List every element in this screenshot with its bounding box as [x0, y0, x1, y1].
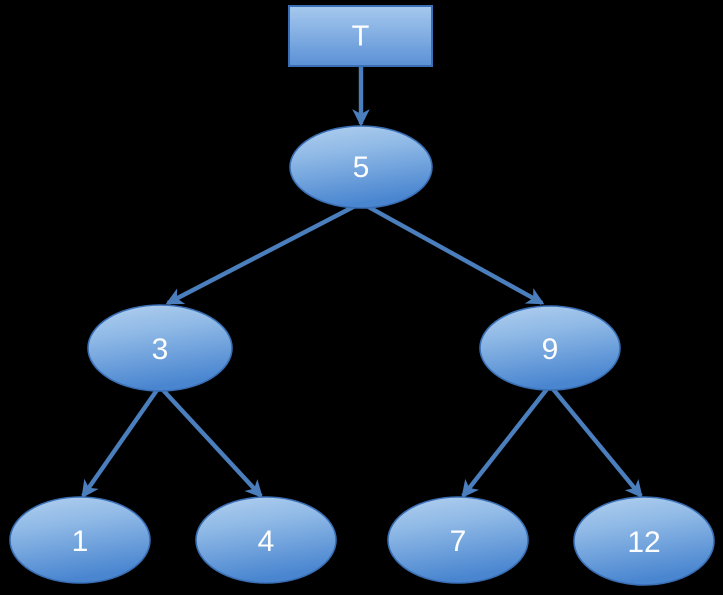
node-4[interactable]: 4: [195, 496, 337, 584]
node-5-label: 5: [353, 151, 370, 184]
node-3-ellipse[interactable]: [87, 304, 233, 392]
node-9-label: 9: [542, 333, 559, 366]
node-5[interactable]: 5: [289, 125, 433, 209]
node-4-label: 4: [258, 525, 275, 558]
node-9[interactable]: 9: [479, 305, 621, 391]
node-3-label: 3: [152, 333, 169, 366]
node-7[interactable]: 7: [387, 496, 529, 584]
node-5-ellipse[interactable]: [289, 125, 433, 209]
node-1[interactable]: 1: [9, 496, 151, 584]
node-1-ellipse[interactable]: [9, 496, 151, 584]
edge-node-5-to-node-9: [363, 203, 545, 305]
edge-node-3-to-node-4: [161, 388, 263, 498]
root-pointer-rect[interactable]: [288, 5, 433, 67]
node-9-ellipse[interactable]: [479, 305, 621, 391]
node-4-ellipse[interactable]: [195, 496, 337, 584]
node-12-ellipse[interactable]: [573, 496, 715, 586]
node-1-label: 1: [72, 525, 89, 558]
node-12[interactable]: 12: [573, 496, 715, 586]
node-12-label: 12: [627, 526, 660, 559]
node-7-label: 7: [450, 525, 467, 558]
node-root-pointer[interactable]: T: [288, 5, 433, 67]
edge-node-5-to-node-3: [165, 203, 359, 305]
edge-node-9-to-node-7: [461, 387, 549, 499]
edge-group: [81, 66, 643, 499]
node-3[interactable]: 3: [87, 304, 233, 392]
node-7-ellipse[interactable]: [387, 496, 529, 584]
edge-node-9-to-node-12: [551, 387, 643, 499]
root-pointer-label: T: [352, 21, 370, 53]
edge-node-3-to-node-1: [81, 388, 159, 499]
